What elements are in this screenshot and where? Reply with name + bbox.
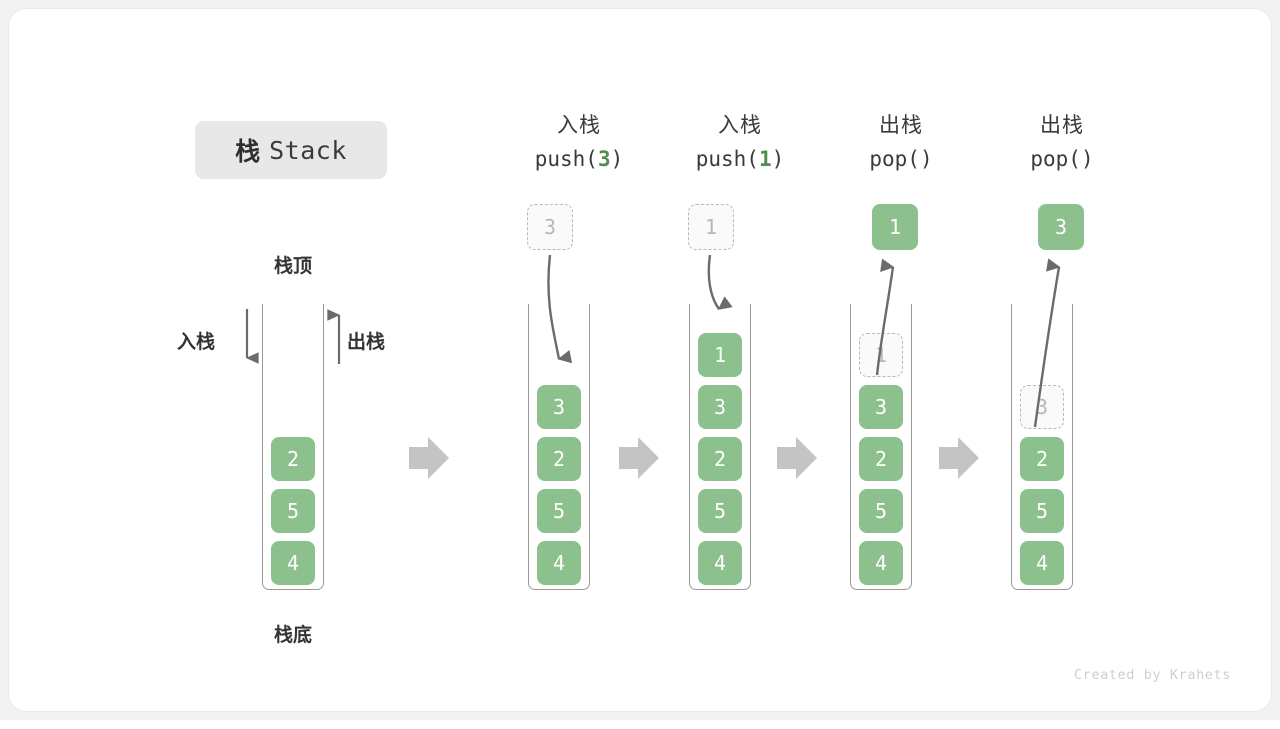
stack-cell: 2 [537, 437, 581, 481]
op-code-suffix: ) [771, 147, 785, 171]
incoming-element-3: 3 [527, 204, 573, 250]
push-1-arrow [707, 254, 733, 310]
stack-cell: 5 [537, 489, 581, 533]
op-name: 出栈 [1040, 114, 1084, 137]
popped-element-1: 1 [872, 204, 918, 250]
op-code-suffix: ) [610, 147, 624, 171]
stack-cell: 5 [271, 489, 315, 533]
stack-cell: 4 [859, 541, 903, 585]
stack-bottom-label: 栈底 [273, 625, 312, 646]
stack-cells-initial: 2 5 4 [263, 429, 323, 585]
pop-direction-label: 出栈 [347, 332, 386, 353]
stack-container-push-1: 1 3 2 5 4 [689, 304, 751, 590]
op-code: pop() [987, 143, 1137, 175]
op-code: push(1) [665, 143, 815, 175]
title-badge: 栈 Stack [195, 121, 387, 179]
stack-cell: 3 [859, 385, 903, 429]
stack-container-pop-3: 3 2 5 4 [1011, 304, 1073, 590]
stack-cell: 5 [698, 489, 742, 533]
push-direction-label: 入栈 [177, 332, 216, 353]
op-code-prefix: pop( [1030, 147, 1081, 171]
title-latin: Stack [269, 135, 347, 165]
stack-cell: 4 [1020, 541, 1064, 585]
stack-cell-vacated: 1 [859, 333, 903, 377]
stack-cell: 1 [698, 333, 742, 377]
step-separator-arrow-3 [777, 437, 817, 479]
credit-text: Created by Krahets [1073, 667, 1231, 683]
stack-cells-push-3: 3 2 5 4 [529, 377, 589, 585]
stack-cell: 2 [698, 437, 742, 481]
op-name: 入栈 [718, 114, 762, 137]
diagram-card: 栈 Stack 栈顶 栈底 入栈 出栈 入栈 push(3) 入栈 push(1… [8, 8, 1272, 712]
op-code: pop() [826, 143, 976, 175]
stack-container-initial: 2 5 4 [262, 304, 324, 590]
op-code: push(3) [504, 143, 654, 175]
stack-cell: 2 [1020, 437, 1064, 481]
op-code-arg: 3 [597, 147, 611, 171]
stack-cell: 3 [698, 385, 742, 429]
stack-cells-pop-1: 1 3 2 5 4 [851, 325, 911, 585]
stack-container-push-3: 3 2 5 4 [528, 304, 590, 590]
op-code-suffix: ) [919, 147, 933, 171]
stack-cell: 5 [859, 489, 903, 533]
title-cjk: 栈 [235, 138, 261, 166]
column-header-pop-1: 出栈 pop() [826, 113, 976, 175]
op-code-prefix: push( [695, 147, 759, 171]
op-name: 出栈 [879, 114, 923, 137]
stack-cell: 3 [537, 385, 581, 429]
op-name: 入栈 [557, 114, 601, 137]
stack-cell: 4 [271, 541, 315, 585]
stack-cells-push-1: 1 3 2 5 4 [690, 325, 750, 585]
step-separator-arrow-2 [619, 437, 659, 479]
incoming-element-1: 1 [688, 204, 734, 250]
popped-element-3: 3 [1038, 204, 1084, 250]
step-separator-arrow-1 [409, 437, 449, 479]
stack-cell: 4 [537, 541, 581, 585]
column-header-push-1: 入栈 push(1) [665, 113, 815, 175]
step-separator-arrow-4 [939, 437, 979, 479]
stack-top-label: 栈顶 [273, 256, 312, 277]
stack-cell: 4 [698, 541, 742, 585]
stack-cell-vacated: 3 [1020, 385, 1064, 429]
op-code-prefix: push( [534, 147, 598, 171]
op-code-prefix: pop( [869, 147, 920, 171]
stack-cells-pop-3: 3 2 5 4 [1012, 377, 1072, 585]
stack-cell: 5 [1020, 489, 1064, 533]
stack-cell: 2 [859, 437, 903, 481]
column-header-pop-3: 出栈 pop() [987, 113, 1137, 175]
stack-cell: 2 [271, 437, 315, 481]
op-code-arg: 1 [758, 147, 772, 171]
stack-container-pop-1: 1 3 2 5 4 [850, 304, 912, 590]
op-code-suffix: ) [1080, 147, 1094, 171]
column-header-push-3: 入栈 push(3) [504, 113, 654, 175]
